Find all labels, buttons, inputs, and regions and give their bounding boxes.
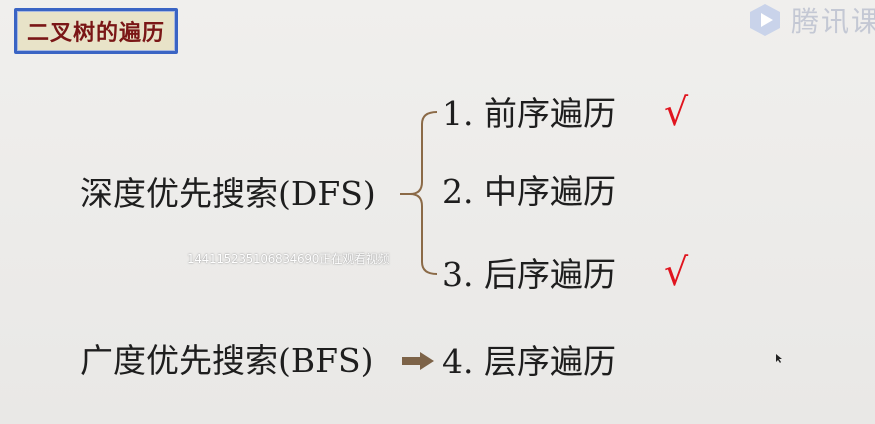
bfs-label: 广度优先搜索(BFS) — [80, 341, 374, 380]
traversal-item-inorder: 2. 中序遍历 — [442, 172, 616, 211]
traversal-item-levelorder: 4. 层序遍历 — [442, 342, 616, 381]
brand-logo: 腾讯课 — [747, 0, 875, 40]
slide-title: 二叉树的遍历 — [14, 8, 179, 54]
postorder-check-mark: √ — [664, 250, 689, 294]
dfs-label: 深度优先搜索(DFS) — [80, 174, 376, 213]
traversal-item-preorder: 1. 前序遍历 — [442, 94, 616, 133]
traversal-item-postorder: 3. 后序遍历 — [442, 255, 616, 294]
preorder-check-mark: √ — [664, 90, 689, 134]
play-icon — [749, 4, 780, 36]
brand-name: 腾讯课 — [790, 5, 875, 38]
arrow-right-icon — [402, 352, 434, 370]
mouse-cursor-icon — [776, 354, 782, 363]
viewer-watermark: 1441152351068346​90正在观看视频 — [187, 252, 390, 266]
brace-connector — [400, 111, 438, 275]
